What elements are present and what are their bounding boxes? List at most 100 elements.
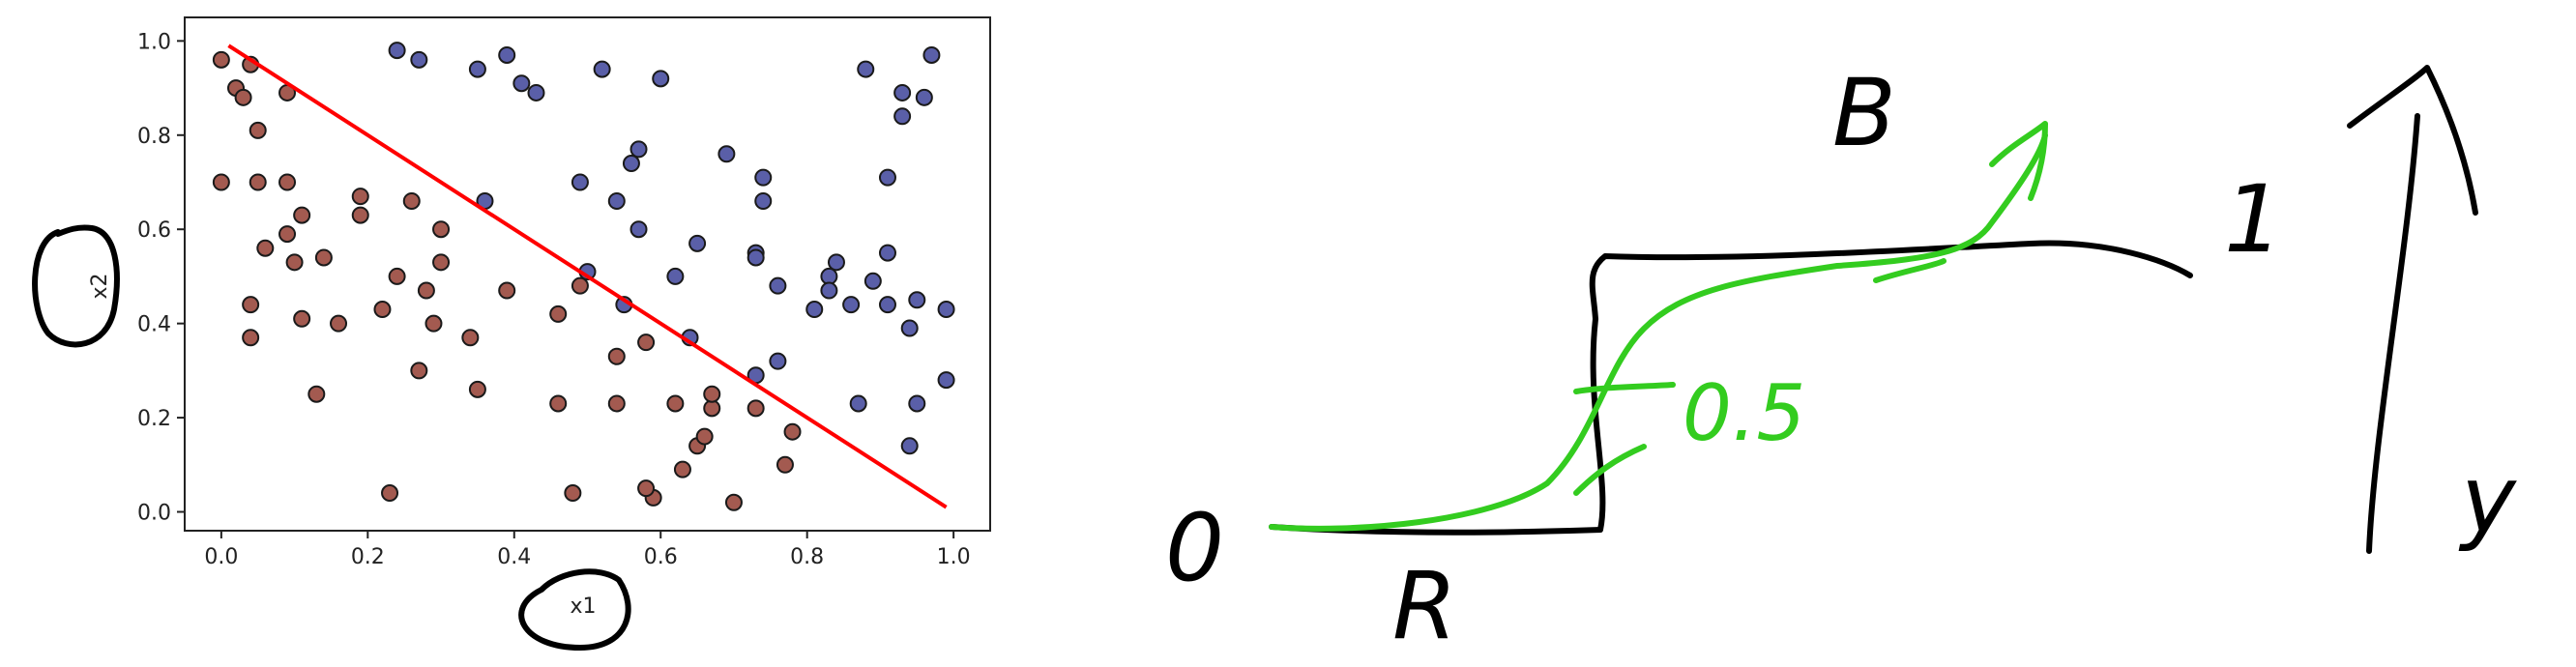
x-tick-label: 0.4: [497, 545, 531, 569]
scatter-point-blue: [820, 281, 838, 300]
scatter-point-red: [432, 253, 451, 272]
scatter-point-red: [695, 427, 714, 446]
scatter-point-red: [783, 422, 802, 441]
scatter-point-blue: [908, 291, 926, 309]
y-axis-label: x2: [88, 273, 112, 299]
label-B: B: [1832, 59, 1896, 167]
scatter-point-red: [637, 334, 656, 352]
arrow-head-green: [1989, 121, 2048, 201]
scatter-point-red: [212, 173, 230, 191]
scatter-point-red: [278, 173, 297, 191]
scatter-point-red: [498, 281, 516, 300]
scatter-point-blue: [688, 234, 707, 252]
scatter-point-blue: [754, 168, 773, 187]
scatter-point-blue: [498, 45, 516, 64]
scatter-point-red: [293, 206, 311, 224]
scatter-point-blue: [900, 319, 919, 337]
scatter-point-blue: [849, 394, 867, 413]
y-tick-label: 0.0: [137, 502, 171, 526]
scatter-point-blue: [827, 253, 845, 272]
y-axis-ticks: 0.0 0.2 0.4 0.6 0.8 1.0: [137, 30, 185, 526]
scatter-point-red: [724, 493, 743, 511]
scatter-point-red: [637, 479, 656, 498]
hand-sketch: B R 0 1 y 0.5: [1165, 59, 2517, 660]
step-function-path: [1269, 240, 2193, 536]
scatter-point-red: [673, 460, 691, 478]
scatter-point-red: [242, 296, 260, 314]
scatter-point-blue: [388, 42, 406, 60]
sigmoid-curve-path: [1269, 132, 2048, 532]
tick-mark-green-2: [1573, 444, 1647, 496]
scatter-point-blue: [410, 50, 428, 69]
scatter-point-red: [330, 314, 348, 333]
scatter-point-blue: [893, 83, 912, 102]
x-tick-label: 1.0: [937, 545, 971, 569]
scatter-point-blue: [622, 155, 640, 173]
y-tick-label: 0.4: [137, 313, 171, 337]
scatter-point-blue: [593, 60, 611, 78]
scatter-point-red: [549, 304, 568, 323]
scatter-point-red: [402, 191, 421, 210]
scatter-point-red: [461, 329, 480, 347]
scatter-point-red: [549, 394, 568, 413]
scatter-point-red: [666, 394, 685, 413]
scatter-point-blue: [864, 272, 882, 290]
scatter-point-red: [234, 88, 252, 106]
scatter-point-blue: [857, 60, 875, 78]
stroke-green-short: [1873, 258, 1947, 283]
data-points: [212, 42, 955, 511]
scatter-point-red: [564, 484, 582, 503]
scatter-point-red: [410, 362, 428, 380]
arrow-y-axis: [2366, 113, 2420, 554]
scatter-point-blue: [769, 276, 787, 295]
y-tick-label: 0.8: [137, 125, 171, 149]
scatter-point-red: [388, 267, 406, 285]
scatter-point-red: [249, 173, 267, 191]
scatter-point-blue: [754, 191, 773, 210]
scatter-point-red: [776, 455, 794, 474]
scatter-point-red: [432, 220, 451, 239]
scatter-point-blue: [937, 301, 955, 319]
scatter-point-blue: [607, 191, 626, 210]
scatter-point-blue: [842, 296, 861, 314]
scatter-point-blue: [937, 371, 955, 390]
scatter-point-red: [424, 314, 443, 333]
scatter-point-blue: [878, 244, 896, 262]
scatter-point-blue: [652, 70, 670, 88]
scatter-point-red: [351, 188, 369, 206]
scatter-point-blue: [527, 83, 545, 102]
y-tick-label: 0.2: [137, 407, 171, 431]
scatter-point-blue: [629, 220, 648, 239]
decision-boundary-line: [227, 44, 948, 509]
scatter-point-red: [703, 399, 721, 418]
y-tick-label: 1.0: [137, 30, 171, 54]
scatter-point-blue: [629, 140, 648, 159]
scatter-point-blue: [893, 107, 912, 126]
scatter-point-red: [256, 239, 275, 257]
scatter-point-red: [212, 50, 230, 69]
scatter-point-blue: [922, 45, 941, 64]
arrow-y-head: [2347, 65, 2478, 216]
scatter-point-red: [607, 347, 626, 365]
label-zero: 0: [1165, 494, 1224, 602]
circle-around-xlabel: [518, 568, 631, 651]
scatter-point-blue: [900, 437, 919, 455]
scatter-point-blue: [878, 168, 896, 187]
y-tick-label: 0.6: [137, 218, 171, 243]
scatter-point-red: [746, 399, 765, 418]
scatter-point-blue: [908, 394, 926, 413]
scatter-point-blue: [512, 74, 531, 93]
scatter-point-blue: [468, 60, 486, 78]
label-half: 0.5: [1683, 368, 1805, 458]
scatter-point-red: [242, 329, 260, 347]
scatter-point-blue: [769, 352, 787, 370]
x-tick-label: 0.0: [204, 545, 238, 569]
x-tick-label: 0.2: [351, 545, 385, 569]
scatter-point-blue: [717, 145, 736, 163]
label-one: 1: [2224, 165, 2283, 274]
scatter-point-red: [293, 309, 311, 328]
scatter-point-blue: [915, 88, 933, 106]
label-R: R: [1392, 552, 1457, 660]
